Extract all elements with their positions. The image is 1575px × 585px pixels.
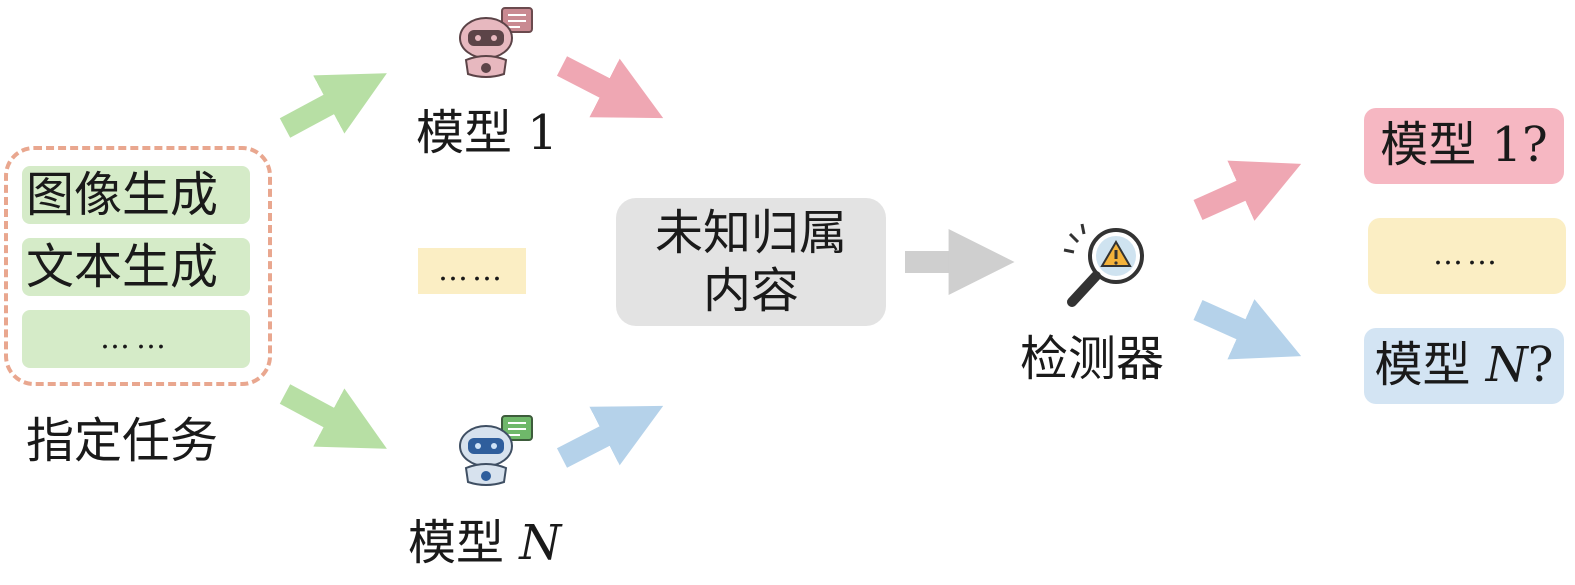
unknown-content-line1: 未知归属 — [654, 205, 847, 261]
arrow-task-to-model1 — [279, 73, 387, 138]
task-caption: 指定任务 — [26, 413, 219, 469]
robot-icon-pink — [459, 7, 533, 78]
arrow-task-to-modelN — [279, 384, 387, 449]
task-group-box — [4, 146, 272, 386]
result-model-n: 模型 N? — [1364, 328, 1564, 404]
arrow-modelN-to-content — [556, 405, 664, 468]
unknown-content-box: 未知归属 内容 — [616, 198, 886, 326]
task-item-image-generation: 图像生成 — [22, 166, 250, 224]
magnifier-warning-icon — [1063, 223, 1144, 307]
arrow-detector-to-model1 — [1193, 160, 1302, 221]
model-ellipsis: …… — [418, 248, 526, 294]
model-1-label: 模型 1 — [416, 105, 558, 161]
result-ellipsis: …… — [1368, 218, 1566, 294]
arrow-detector-to-modelN — [1193, 299, 1302, 360]
arrow-model1-to-content — [556, 56, 664, 119]
detector-label: 检测器 — [1020, 331, 1165, 387]
model-n-label: 模型 N — [408, 515, 562, 571]
unknown-content-line2: 内容 — [702, 263, 799, 319]
task-item-text-generation: 文本生成 — [22, 238, 250, 296]
robot-icon-blue — [459, 415, 533, 486]
result-model-1: 模型 1? — [1364, 108, 1564, 184]
task-item-more: …… — [22, 310, 250, 368]
